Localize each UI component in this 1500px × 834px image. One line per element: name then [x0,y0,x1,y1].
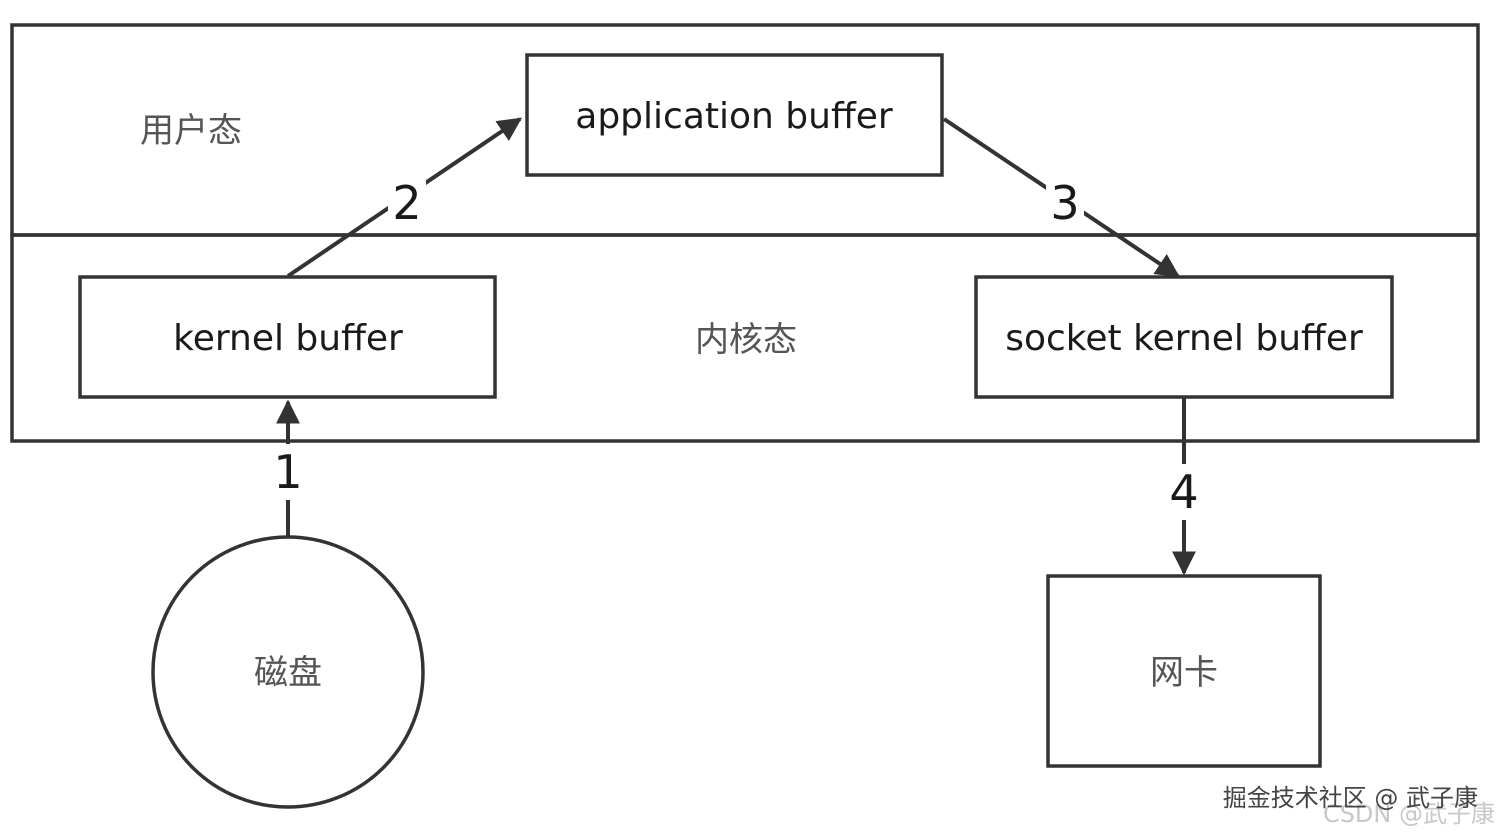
nic-box [1046,574,1322,768]
kernel-space-zone [10,233,1480,443]
application-buffer-box [525,53,944,177]
kernel-buffer-label: kernel buffer [173,318,403,359]
step-4-backing [1164,464,1204,520]
step-1-backing [270,444,308,500]
disk-label: 磁盘 [254,653,322,693]
nic-label: 网卡 [1150,653,1218,693]
kernel-space-label: 内核态 [695,320,797,360]
user-space-label: 用户态 [140,111,242,151]
step-2-label: 2 [392,176,421,230]
step-4-label: 4 [1169,465,1198,519]
socket-kernel-buffer-label: socket kernel buffer [1005,318,1363,359]
watermark-platform: 掘金技术社区 @ 武子康 [1223,784,1478,812]
kernel-buffer-box [78,275,497,399]
socket-kernel-buffer-box [974,275,1394,399]
step-3-backing [1046,174,1084,230]
disk-node [151,535,425,809]
watermark-ghost: CSDN @武子康 [1323,800,1495,828]
step-2-backing [388,174,426,230]
application-buffer-label: application buffer [575,96,893,137]
step-3-label: 3 [1050,176,1079,230]
step-1-label: 1 [273,445,302,499]
